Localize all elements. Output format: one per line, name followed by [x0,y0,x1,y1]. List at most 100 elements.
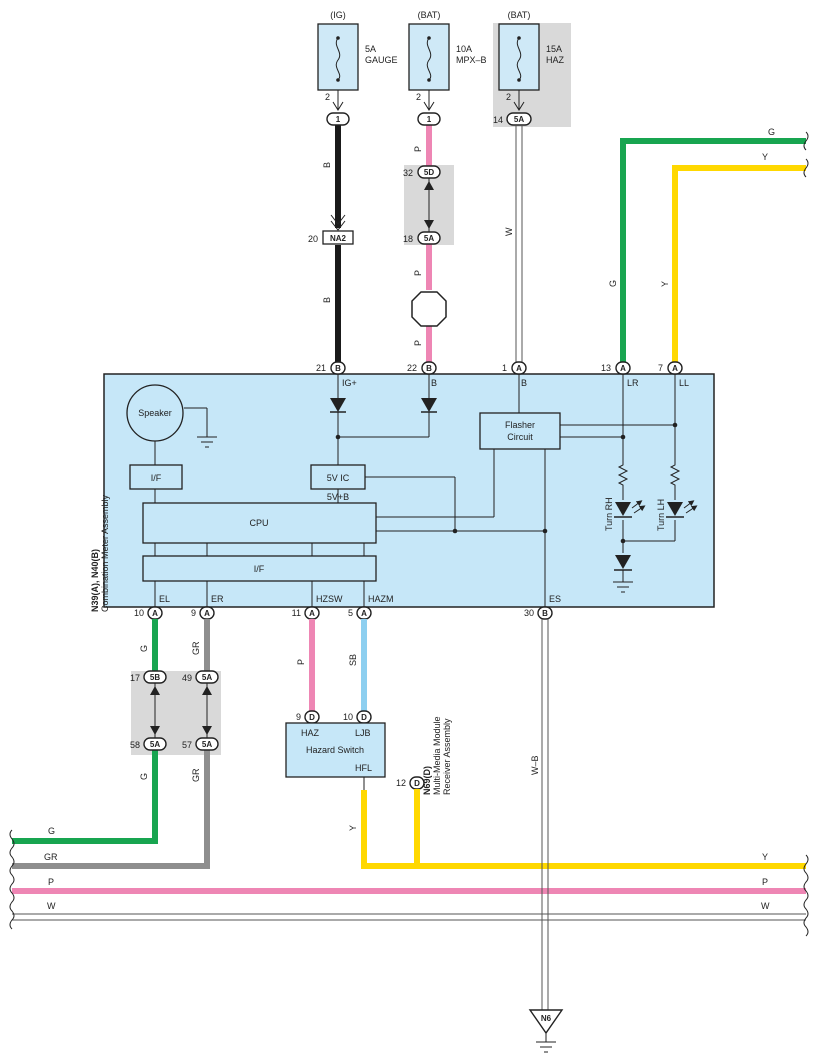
svg-text:D: D [309,713,315,722]
wire-label-w-right: W [761,901,770,911]
meter-title: Combination Meter Assembly [100,494,110,612]
diode-lower [615,555,631,569]
svg-text:D: D [414,779,420,788]
svg-text:11: 11 [292,608,301,618]
svg-text:A: A [204,609,210,618]
if-block-large [142,555,377,582]
svg-text:21: 21 [316,363,326,373]
pin-haz-2: 2 [506,92,511,102]
wire-label-g-lower1: G [139,645,149,652]
meter-b2: B [521,378,527,388]
wire-y-top [672,165,806,362]
wire-gr-bottom [12,750,210,869]
meter-top-pins: B 21 B 22 A 1 A 13 A 7 [316,361,683,375]
wire-label-w: W [504,227,514,236]
svg-text:10: 10 [343,712,353,722]
svg-text:9: 9 [191,608,196,618]
svg-text:A: A [516,364,522,373]
wire-label-y-top: Y [762,152,768,162]
meter-b1: B [431,378,437,388]
pin-14: 14 [493,115,503,125]
wire-label-g-lower2: G [139,773,149,780]
pin-20: 20 [308,234,318,244]
wire-label-b2: B [322,297,332,303]
conn-5a-haz: 5A [514,115,524,124]
svg-text:58: 58 [130,740,140,750]
wire-label-y: Y [660,281,670,287]
fuse-haz-amp: 15A [546,44,562,54]
svg-text:D: D [361,713,367,722]
svg-text:30: 30 [524,608,534,618]
wire-label-p3: P [413,340,423,346]
module-name1: Multi-Media Module [432,716,442,795]
fuse-mpxb-source: (BAT) [418,10,441,20]
fuse-gauge-name: GAUGE [365,55,398,65]
resistor-rh [617,462,629,488]
wire-g-top [620,138,806,362]
svg-text:LJB: LJB [355,728,371,738]
wire-label-y-right: Y [762,852,768,862]
module-name2: Receiver Assembly [442,718,452,795]
ground-n6-label: N6 [541,1014,552,1023]
fuse-haz-name: HAZ [546,55,565,65]
fuse-mpxb-name: MPX–B [456,55,487,65]
svg-text:Flasher: Flasher [505,420,535,430]
conn-5a-mid: 5A [424,234,434,243]
hazard-switch-module: D 9 D 10 HAZ LJB Hazard Switch HFL D 12 [285,710,425,790]
svg-text:A: A [152,609,158,618]
diode-ig [330,398,346,412]
svg-text:17: 17 [130,673,140,683]
pin-mpxb-2: 2 [416,92,421,102]
svg-text:5A: 5A [202,673,212,682]
meter-ig-plus: IG+ [342,378,357,388]
svg-text:1: 1 [502,363,507,373]
svg-text:5V IC: 5V IC [327,473,350,483]
speaker-circle [126,384,184,442]
pin-gauge-2: 2 [325,92,330,102]
wire-label-gr-lower1: GR [191,641,201,655]
wire-label-b1: B [322,162,332,168]
svg-text:9: 9 [296,712,301,722]
svg-text:B: B [426,364,432,373]
wire-label-p2: P [413,270,423,276]
fuse-gauge: (IG) 5A GAUGE [317,10,398,91]
svg-text:A: A [309,609,315,618]
fuse-mpxb-amp: 10A [456,44,472,54]
meter-er: ER [211,594,224,604]
wire-label-g: G [608,280,618,287]
svg-text:13: 13 [601,363,611,373]
meter-lr: LR [627,378,639,388]
led-turn-lh [666,500,698,518]
meter-es: ES [549,594,561,604]
svg-text:I/F: I/F [151,473,162,483]
wire-label-sb: SB [348,654,358,666]
wire-label-p-lower: P [296,659,306,665]
ground-symbol-led [613,581,633,593]
fuse-haz-source: (BAT) [508,10,531,20]
conn-na2: NA2 [330,234,347,243]
svg-text:HAZ: HAZ [301,728,320,738]
wire-label-w-left: W [47,901,56,911]
fuse-mpxb: (BAT) 10A MPX–B [408,10,487,91]
module-code: N69(D) [422,766,432,795]
splice-octagon [411,291,447,327]
wire-label-p1: P [413,146,423,152]
meter-title-code: N39(A), N40(B) [90,549,100,612]
svg-text:I/F: I/F [254,564,265,574]
resistor-lh [669,462,681,488]
wire-label-p-left: P [48,877,54,887]
svg-text:5A: 5A [150,740,160,749]
wire-label-gr-left: GR [44,852,58,862]
diode-b [421,398,437,412]
led-turn-rh [614,500,646,518]
speaker-label: Speaker [138,408,172,418]
turn-rh-label: Turn RH [604,497,614,531]
meter-internal-lines [154,374,676,607]
conn-1-gauge: 1 [336,115,341,124]
flasher-circuit-block [479,412,561,450]
svg-text:57: 57 [182,740,192,750]
pin-18: 18 [403,234,413,244]
svg-text:5: 5 [348,608,353,618]
